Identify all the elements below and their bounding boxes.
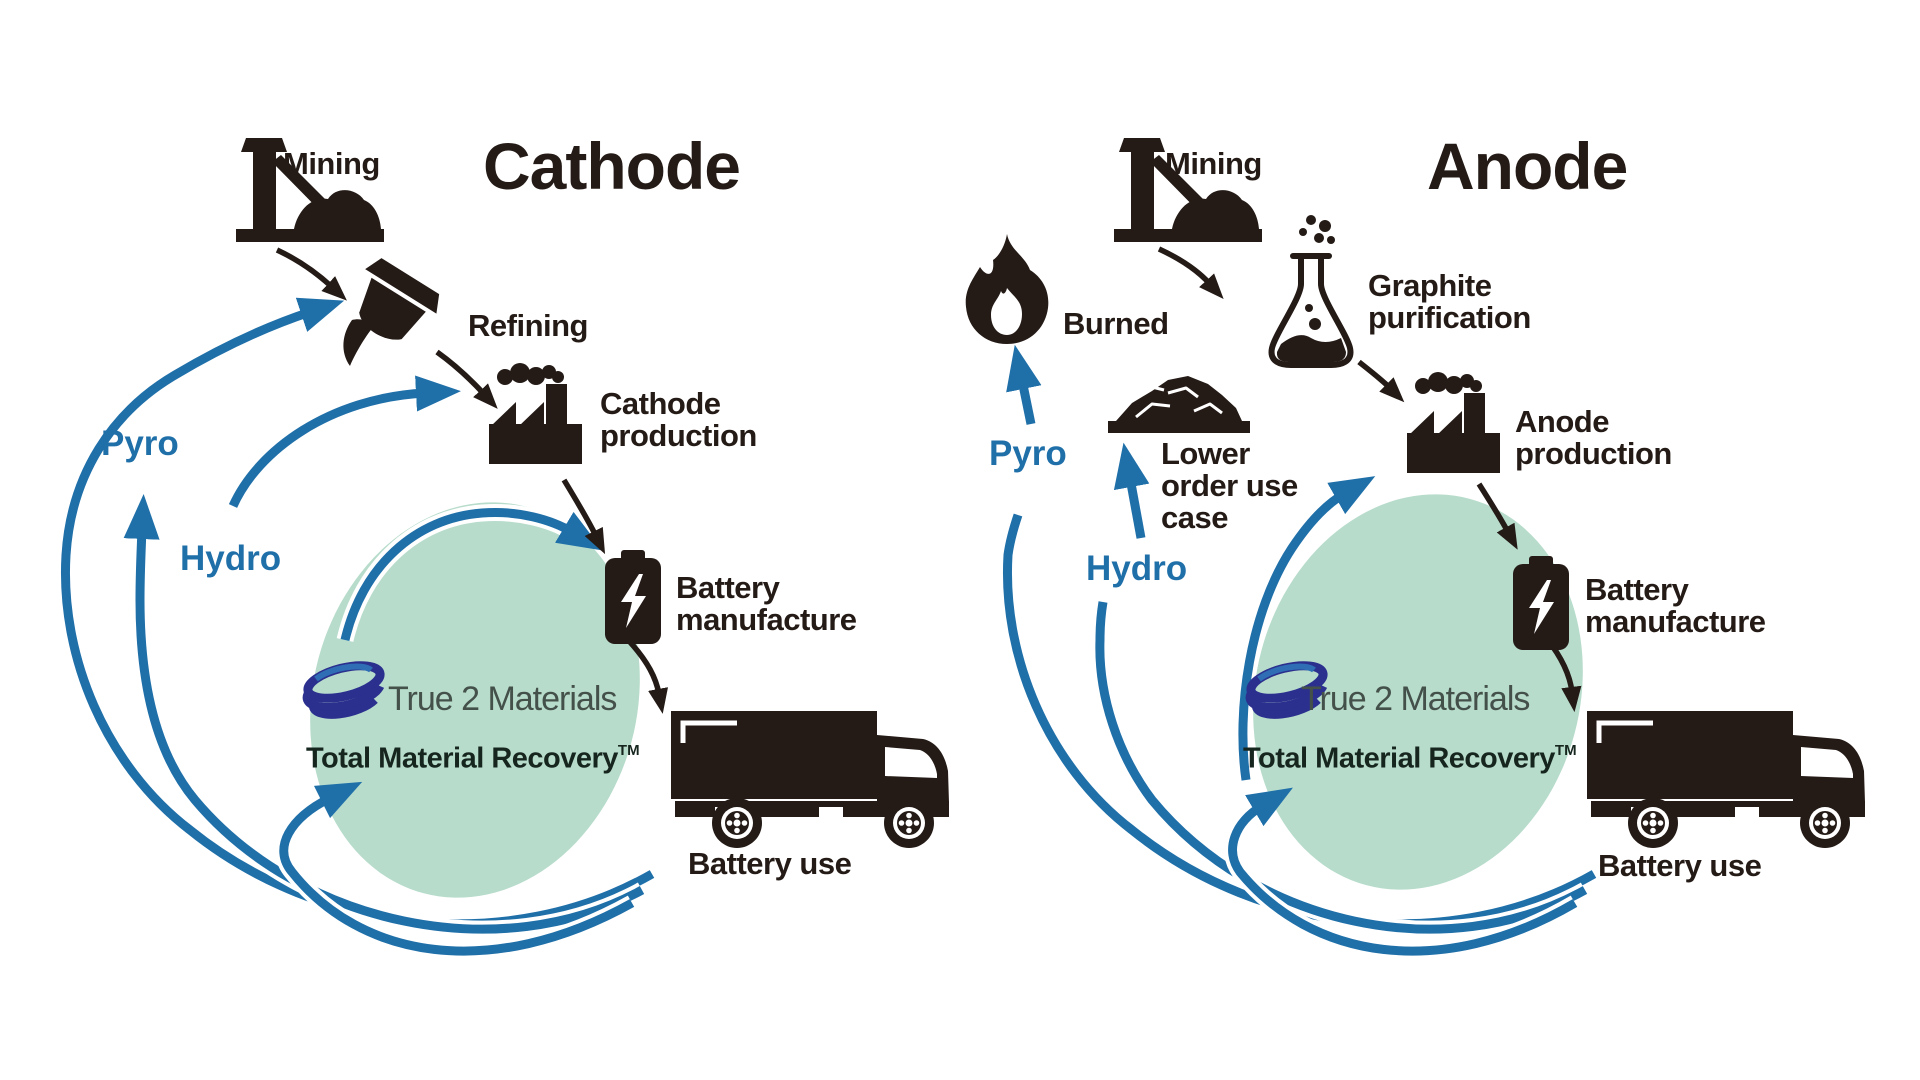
cathode-process-arrows	[275, 247, 669, 714]
flame-icon	[965, 234, 1049, 344]
cathode-brand-name: True 2 Materials	[388, 680, 617, 718]
coal-pile-icon	[1108, 376, 1250, 433]
anode-recovery-ellipse	[1253, 494, 1583, 890]
anode-burned-label: Burned	[1063, 306, 1169, 341]
anode-brand-name: True 2 Materials	[1301, 680, 1530, 718]
cathode-recycling-arrows	[56, 297, 657, 960]
anode-title: Anode	[1427, 129, 1628, 203]
anode-hydro-label: Hydro	[1086, 549, 1188, 588]
anode-pyro-label: Pyro	[989, 434, 1067, 473]
anode-mining-label: Mining	[1165, 146, 1262, 181]
anode-tagline: Total Material RecoveryTM	[1243, 742, 1577, 775]
battery-icon-cathode	[605, 550, 661, 644]
factory-icon-cathode	[489, 363, 582, 464]
factory-icon-anode	[1407, 372, 1500, 473]
cathode-hydro-label: Hydro	[180, 539, 282, 578]
anode-recycling-arrows	[998, 344, 1599, 960]
cathode-battery-use-label: Battery use	[688, 846, 852, 881]
cathode-title: Cathode	[483, 129, 741, 203]
flask-icon	[1268, 215, 1354, 368]
truck-icon-cathode	[671, 711, 949, 848]
cathode-pyro-label: Pyro	[101, 424, 179, 463]
anode-battery-use-label: Battery use	[1598, 848, 1762, 883]
cathode-tagline: Total Material RecoveryTM	[306, 742, 640, 775]
cathode-mining-label: Mining	[283, 146, 380, 181]
battery-icon-anode	[1513, 556, 1569, 650]
cathode-recovery-ellipse	[310, 502, 640, 898]
cathode-refining-label: Refining	[468, 308, 589, 343]
truck-icon-anode	[1587, 711, 1865, 848]
refining-crucible-icon	[343, 258, 440, 366]
